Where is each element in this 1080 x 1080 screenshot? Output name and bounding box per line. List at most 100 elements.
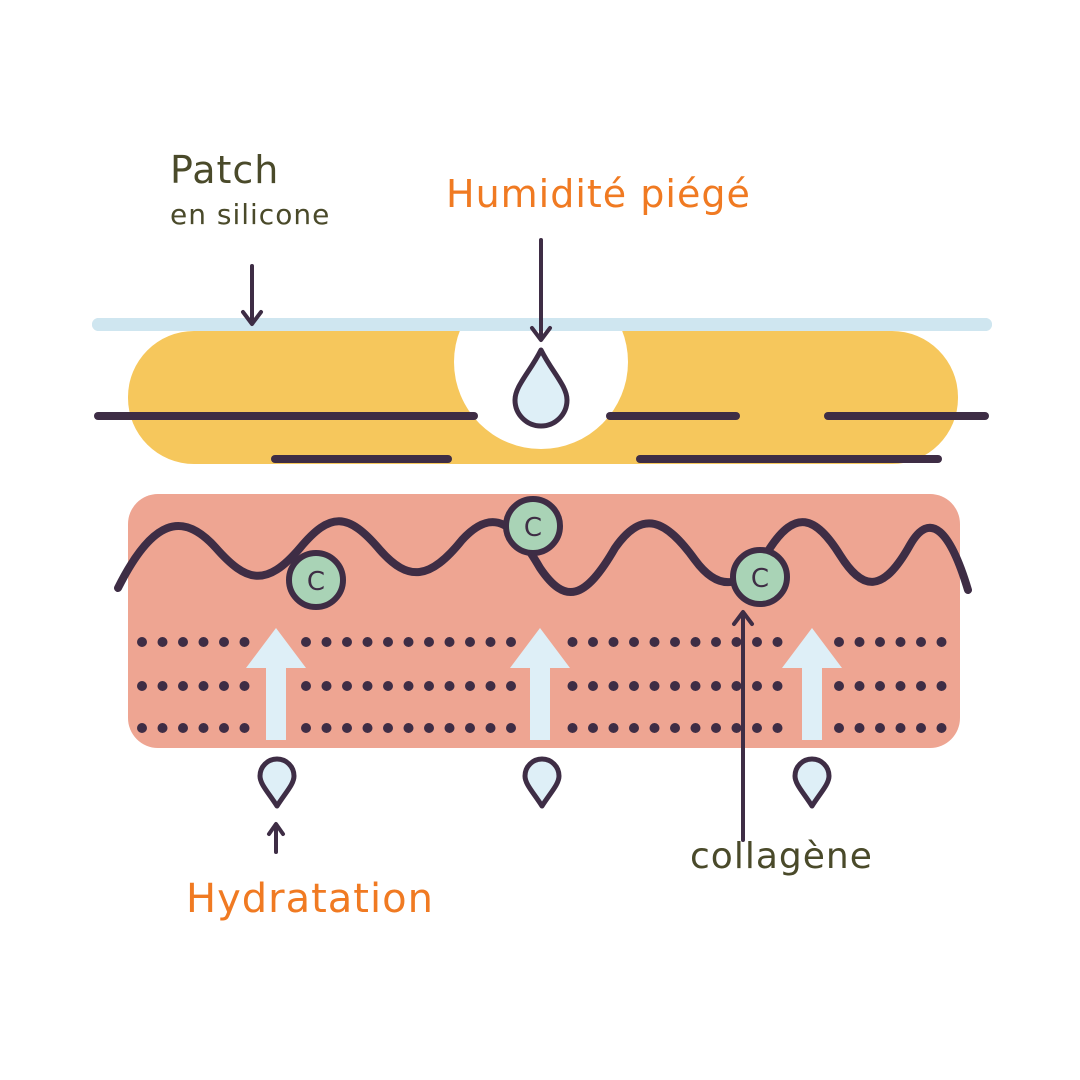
dermis-dot [465, 723, 475, 733]
collagen-letter: C [751, 564, 769, 594]
water-drop [792, 756, 832, 809]
dermis-dot [854, 637, 865, 647]
dermis-dot [567, 723, 578, 733]
dermis-dot [567, 637, 578, 647]
dermis-dot [219, 681, 229, 691]
dermis-dot [875, 637, 885, 647]
dermis-dot [690, 681, 701, 691]
dermis-dot [772, 637, 783, 647]
dermis-dot [157, 681, 168, 691]
dermis-dot [301, 637, 311, 647]
dermis-dot [506, 723, 516, 733]
dermis-dot [588, 723, 598, 733]
dermis-dot [588, 681, 598, 691]
dermis-dot [608, 723, 619, 733]
dermis-dot [383, 723, 393, 733]
dermis-dot [444, 637, 455, 647]
dermis-dot [629, 637, 639, 647]
dermis-dot [895, 681, 906, 691]
dermis-dot [444, 723, 455, 733]
dermis-dot [342, 723, 352, 733]
dermis-dot [403, 637, 414, 647]
dermis-dot [137, 637, 147, 647]
dermis-dot [752, 681, 762, 691]
dermis-dot [670, 637, 680, 647]
dermis-dot [588, 637, 598, 647]
dermis-dot [239, 681, 250, 691]
collagen-label: collagène [690, 836, 873, 877]
dermis-dot [772, 681, 783, 691]
trapped-moisture-label: Humidité piégé [446, 172, 751, 216]
dermis-dot [629, 681, 639, 691]
dermis-dot [465, 637, 475, 647]
dermis-dot [301, 681, 311, 691]
dermis-dot [711, 681, 721, 691]
patch-subtitle-label: en silicone [170, 198, 331, 231]
hydration-pointer-arrow [267, 822, 285, 854]
hydration-arrow [510, 628, 570, 740]
dermis-dot [239, 637, 250, 647]
collagen-marker: C [503, 496, 563, 556]
hydration-arrows [246, 628, 842, 740]
dermis-dot [670, 723, 680, 733]
dermis-dot [219, 637, 229, 647]
dermis-dot [383, 637, 393, 647]
dermis-dot [157, 637, 168, 647]
dermis-dot [916, 681, 926, 691]
dermis-dot [485, 723, 496, 733]
dermis-dot [916, 637, 926, 647]
dermis-dot [731, 637, 742, 647]
pointer-arrows [241, 238, 754, 854]
dermis-dot [629, 723, 639, 733]
dermis-dot [301, 723, 311, 733]
dermis-dot [834, 723, 844, 733]
dermis-dot [731, 681, 742, 691]
dermis-dot [178, 681, 188, 691]
moisture-pointer-arrow [530, 238, 552, 342]
collagen-letter: C [307, 567, 325, 597]
dermis-dot [321, 637, 332, 647]
dermis-dot [137, 723, 147, 733]
dermis-dot [711, 637, 721, 647]
dermis-dot [403, 723, 414, 733]
dermis-dot [239, 723, 250, 733]
dermis-dot [834, 681, 844, 691]
dermis-dot [342, 637, 352, 647]
patch-label: Patch [170, 148, 280, 192]
dermis-dot [424, 723, 434, 733]
dermis-dot [219, 723, 229, 733]
dermis-dot [444, 681, 455, 691]
dermis-dot [485, 637, 496, 647]
dermis-dot [321, 681, 332, 691]
dermis-dot [875, 723, 885, 733]
patch-lines [94, 412, 989, 463]
dermis-dot [362, 637, 373, 647]
dermis-dot [198, 681, 209, 691]
hydration-arrow [246, 628, 306, 740]
dermis-dot [834, 637, 844, 647]
dermis-dot [178, 723, 188, 733]
dermis-dot [567, 681, 578, 691]
dermis-dot [608, 637, 619, 647]
dermis-dot [342, 681, 352, 691]
dermis-dots [137, 637, 947, 733]
dermis-dot [362, 681, 373, 691]
dermis-dot [137, 681, 147, 691]
dermis-dot [424, 637, 434, 647]
dermis-dot [895, 723, 906, 733]
dermis-dot [198, 723, 209, 733]
dermis-dot [936, 723, 947, 733]
water-drop [257, 756, 297, 809]
dermis-dot [854, 723, 865, 733]
skin-surface-wave [114, 517, 972, 596]
patch-pointer-arrow [241, 264, 263, 326]
water-drops [257, 756, 832, 809]
dermis-dot [916, 723, 926, 733]
dermis-dot [198, 637, 209, 647]
dermis-dot [936, 681, 947, 691]
dermis-dot [506, 681, 516, 691]
dermis-dot [649, 723, 660, 733]
dermis-dot [731, 723, 742, 733]
dermis-dot [178, 637, 188, 647]
